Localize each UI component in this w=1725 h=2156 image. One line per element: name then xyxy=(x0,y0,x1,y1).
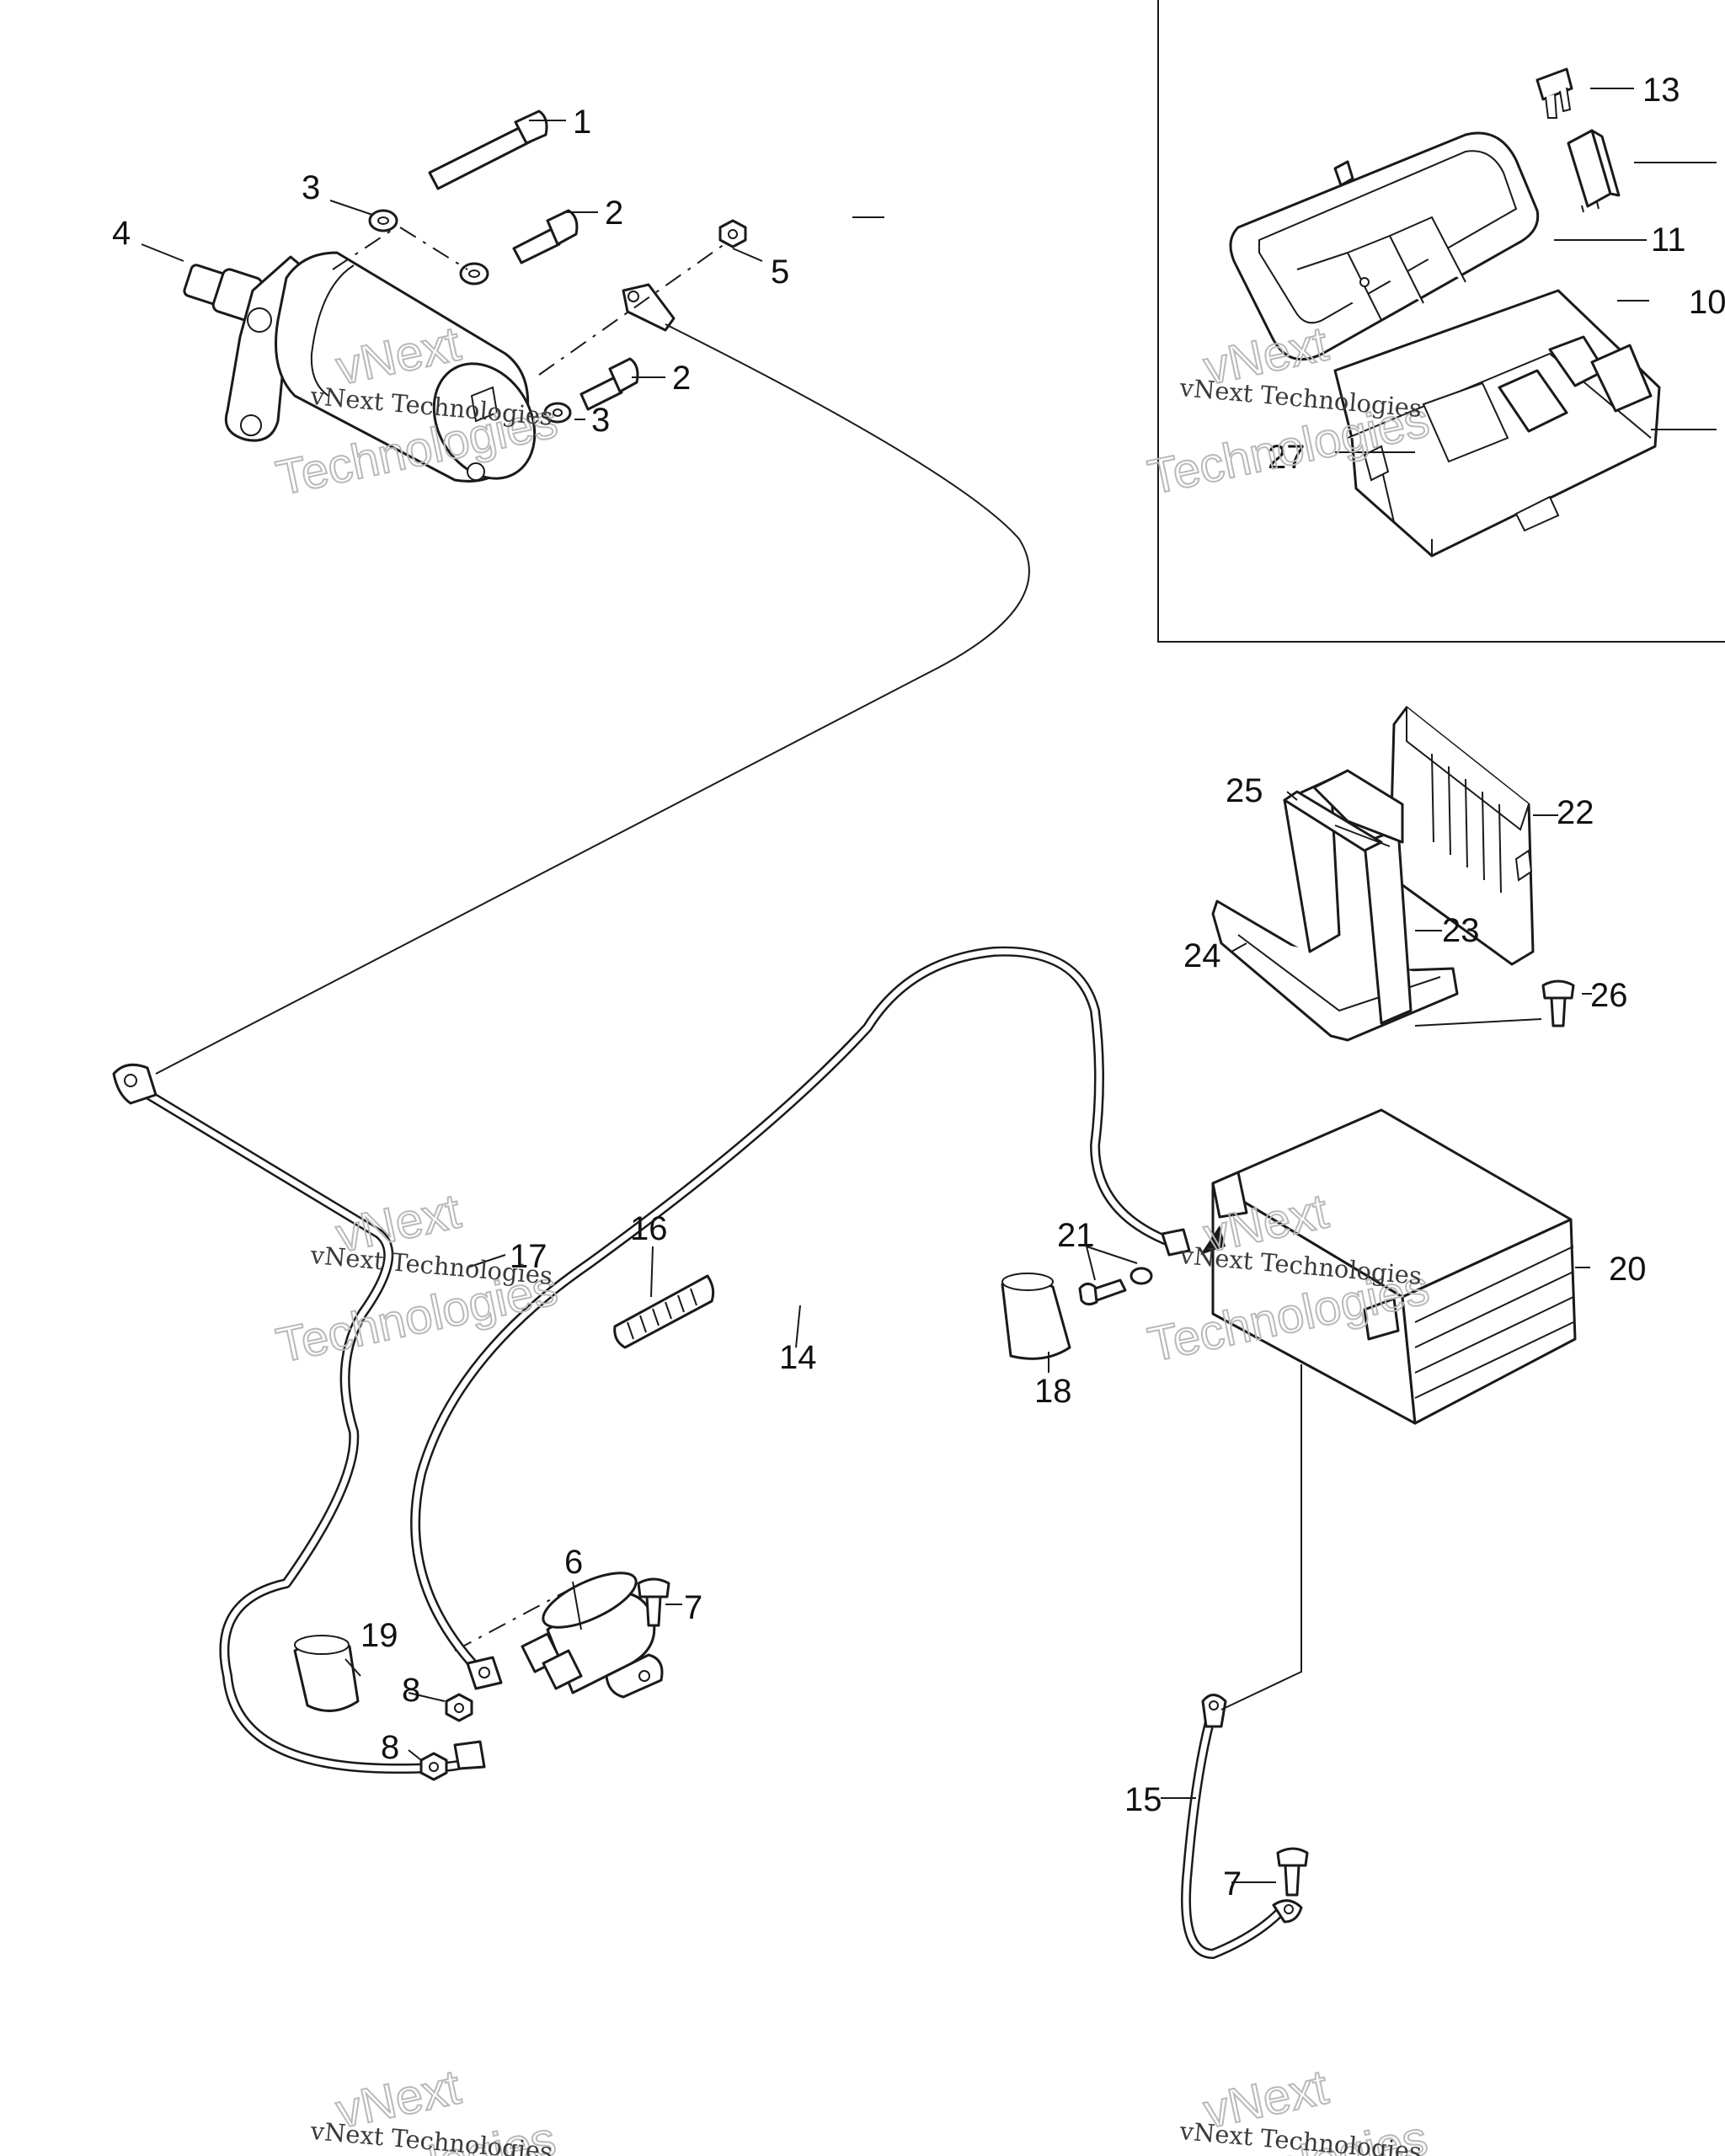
callout-26: 26 xyxy=(1590,977,1628,1014)
callout-2-lower: 2 xyxy=(672,360,691,397)
terminal-boot-solenoid xyxy=(293,1635,360,1712)
callout-2-upper: 2 xyxy=(605,195,623,232)
ground-cable xyxy=(1181,1694,1303,1959)
positive-cable xyxy=(410,946,1191,1690)
bracket-bolt xyxy=(1541,979,1575,1027)
callout-3-upper: 3 xyxy=(302,169,320,206)
callout-1: 1 xyxy=(573,104,591,141)
nut-lower xyxy=(419,1752,448,1781)
fuse-box-base xyxy=(1333,289,1661,558)
callout-8-upper: 8 xyxy=(402,1672,420,1709)
starter-motor xyxy=(183,251,537,483)
ground-bolt xyxy=(1276,1847,1309,1897)
inset-frame xyxy=(1157,0,1725,643)
connection-line xyxy=(155,323,1030,1075)
cable-arrow xyxy=(1200,1225,1226,1255)
callout-21: 21 xyxy=(1057,1217,1095,1254)
watermark-6: vNext Technologies vNext Technologies xyxy=(1140,2058,1433,2156)
bolt-26-line xyxy=(1414,1018,1542,1027)
watermark-5: vNext Technologies vNext Technologies xyxy=(270,2058,562,2156)
washer-mid xyxy=(459,262,489,286)
callout-6: 6 xyxy=(564,1544,583,1581)
terminal-boot-battery xyxy=(1001,1273,1071,1360)
starter-solenoid xyxy=(521,1572,664,1699)
ground-connection-line xyxy=(1220,1364,1302,1710)
callout-20: 20 xyxy=(1609,1251,1647,1288)
watermark-3: vNext Technologies vNext Technologies xyxy=(271,1182,563,1374)
relay xyxy=(1567,129,1621,213)
callout-4: 4 xyxy=(112,215,131,252)
starter-cable xyxy=(112,1063,486,1774)
washer-upper xyxy=(368,209,398,232)
alignment-line-1 xyxy=(332,227,397,270)
callout-7-upper: 7 xyxy=(684,1589,702,1626)
leader-lines xyxy=(141,88,1717,1883)
callout-11: 11 xyxy=(1651,221,1686,259)
alignment-line-2 xyxy=(399,227,468,270)
nut xyxy=(718,219,747,248)
battery-cover xyxy=(1388,706,1535,966)
battery-bracket xyxy=(1211,769,1459,1042)
battery xyxy=(1211,1108,1577,1425)
callout-18: 18 xyxy=(1034,1373,1072,1410)
battery-terminal-bolt xyxy=(1078,1267,1153,1306)
fuse-box-cover xyxy=(1229,131,1540,361)
callout-7-lower: 7 xyxy=(1223,1865,1242,1903)
bolt-short-lower xyxy=(579,357,639,411)
nut-upper xyxy=(445,1693,473,1722)
callout-3-lower: 3 xyxy=(591,402,610,439)
callout-10: 10 xyxy=(1689,284,1725,321)
callout-22: 22 xyxy=(1557,794,1594,831)
bolt-long xyxy=(428,109,548,190)
mini-fuse xyxy=(1535,67,1573,119)
callout-17: 17 xyxy=(510,1238,547,1275)
callout-8-lower: 8 xyxy=(381,1729,399,1766)
callout-24: 24 xyxy=(1183,937,1221,974)
solenoid-bolt xyxy=(637,1577,670,1627)
callout-23: 23 xyxy=(1442,912,1480,949)
washer-lower xyxy=(543,402,572,424)
callout-15: 15 xyxy=(1124,1781,1162,1818)
callout-5: 5 xyxy=(771,253,789,291)
callout-27: 27 xyxy=(1268,439,1306,476)
callout-19: 19 xyxy=(360,1617,398,1654)
bolt-short-upper xyxy=(512,209,579,264)
callout-25: 25 xyxy=(1226,772,1263,809)
cable-sleeve xyxy=(613,1274,715,1349)
callout-16: 16 xyxy=(630,1210,668,1247)
callout-14: 14 xyxy=(779,1339,817,1376)
callout-13: 13 xyxy=(1642,72,1680,109)
